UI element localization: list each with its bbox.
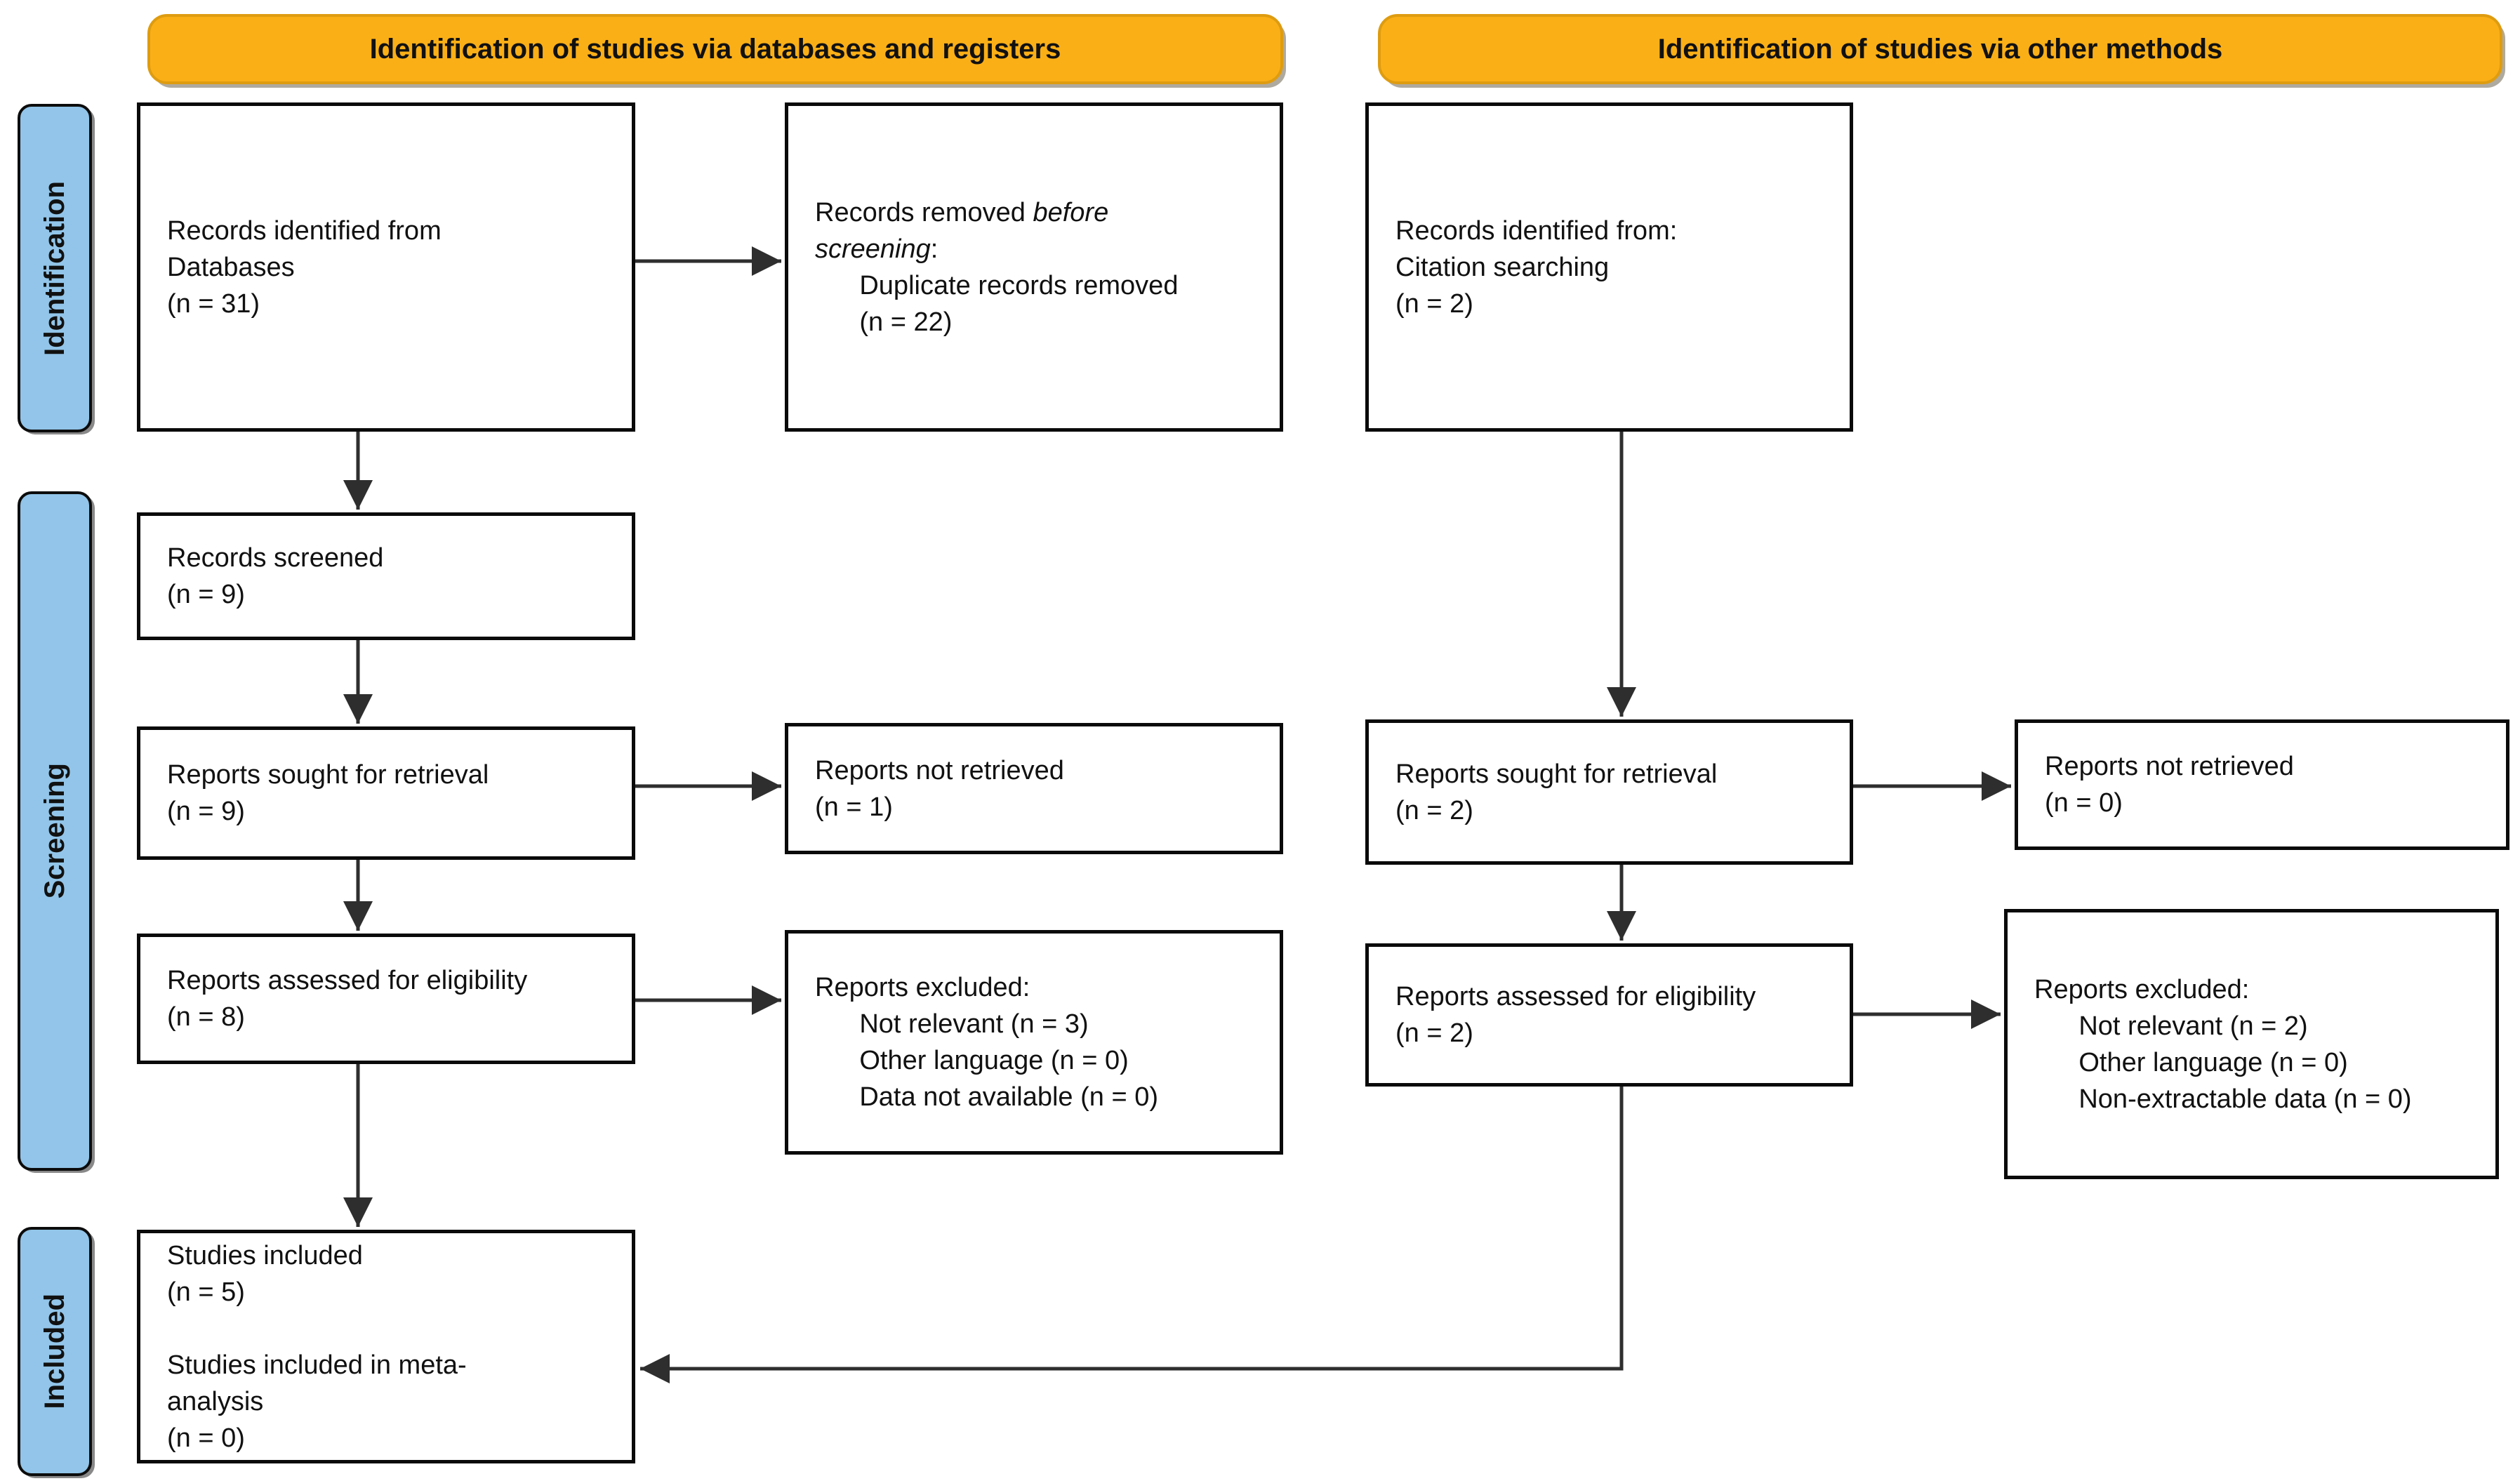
phase-identification-label: Identification [39, 180, 70, 356]
reports-excluded-databases-text: Reports excluded: Not relevant (n = 3) O… [815, 973, 1159, 1112]
reports-excluded-other-text: Reports excluded: Not relevant (n = 2) O… [2034, 974, 2412, 1114]
banner-other-methods: Identification of studies via other meth… [1378, 14, 2502, 84]
phase-screening-label: Screening [39, 763, 70, 899]
records-identified-databases-text: Records identified from Databases (n = 3… [167, 215, 442, 319]
reports-sought-other-text: Reports sought for retrieval (n = 2) [1395, 759, 1718, 825]
box-records-identified-citation: Records identified from: Citation search… [1365, 102, 1853, 432]
box-reports-sought-databases: Reports sought for retrieval (n = 9) [137, 726, 635, 860]
records-screened-text: Records screened (n = 9) [167, 543, 384, 609]
records-removed-line1: Records removed before [815, 197, 1109, 227]
records-identified-citation-text: Records identified from: Citation search… [1395, 215, 1678, 319]
studies-included-text: Studies included (n = 5) Studies include… [167, 1240, 467, 1453]
box-reports-not-retrieved-other: Reports not retrieved (n = 0) [2015, 719, 2509, 850]
reports-assessed-databases-text: Reports assessed for eligibility (n = 8) [167, 966, 528, 1032]
box-records-identified-databases: Records identified from Databases (n = 3… [137, 102, 635, 432]
banner-databases-registers: Identification of studies via databases … [147, 14, 1283, 84]
phase-tab-identification: Identification [18, 104, 92, 432]
reports-sought-databases-text: Reports sought for retrieval (n = 9) [167, 760, 489, 826]
reports-not-retrieved-databases-text: Reports not retrieved (n = 1) [815, 755, 1064, 822]
box-reports-excluded-other: Reports excluded: Not relevant (n = 2) O… [2004, 909, 2499, 1179]
banner-databases-label: Identification of studies via databases … [369, 33, 1061, 65]
box-reports-sought-other: Reports sought for retrieval (n = 2) [1365, 719, 1853, 865]
phase-tab-screening: Screening [18, 491, 92, 1171]
records-removed-text: Records removed before screening: Duplic… [788, 194, 1188, 340]
arrow-assessed2-to-included [640, 1087, 1624, 1383]
phase-tab-included: Included [18, 1227, 92, 1476]
banner-other-label: Identification of studies via other meth… [1657, 33, 2223, 65]
box-reports-excluded-databases: Reports excluded: Not relevant (n = 3) O… [785, 930, 1283, 1155]
box-reports-assessed-databases: Reports assessed for eligibility (n = 8) [137, 934, 635, 1064]
records-removed-detail: Duplicate records removed (n = 22) [859, 270, 1179, 337]
box-records-removed-before-screening: Records removed before screening: Duplic… [785, 102, 1283, 432]
box-reports-assessed-other: Reports assessed for eligibility (n = 2) [1365, 943, 1853, 1087]
records-removed-line2: screening: [815, 234, 939, 264]
box-studies-included: Studies included (n = 5) Studies include… [137, 1230, 635, 1463]
reports-not-retrieved-other-text: Reports not retrieved (n = 0) [2045, 752, 2294, 818]
box-records-screened: Records screened (n = 9) [137, 512, 635, 640]
reports-assessed-other-text: Reports assessed for eligibility (n = 2) [1395, 982, 1756, 1048]
phase-included-label: Included [39, 1294, 70, 1409]
box-reports-not-retrieved-databases: Reports not retrieved (n = 1) [785, 723, 1283, 854]
